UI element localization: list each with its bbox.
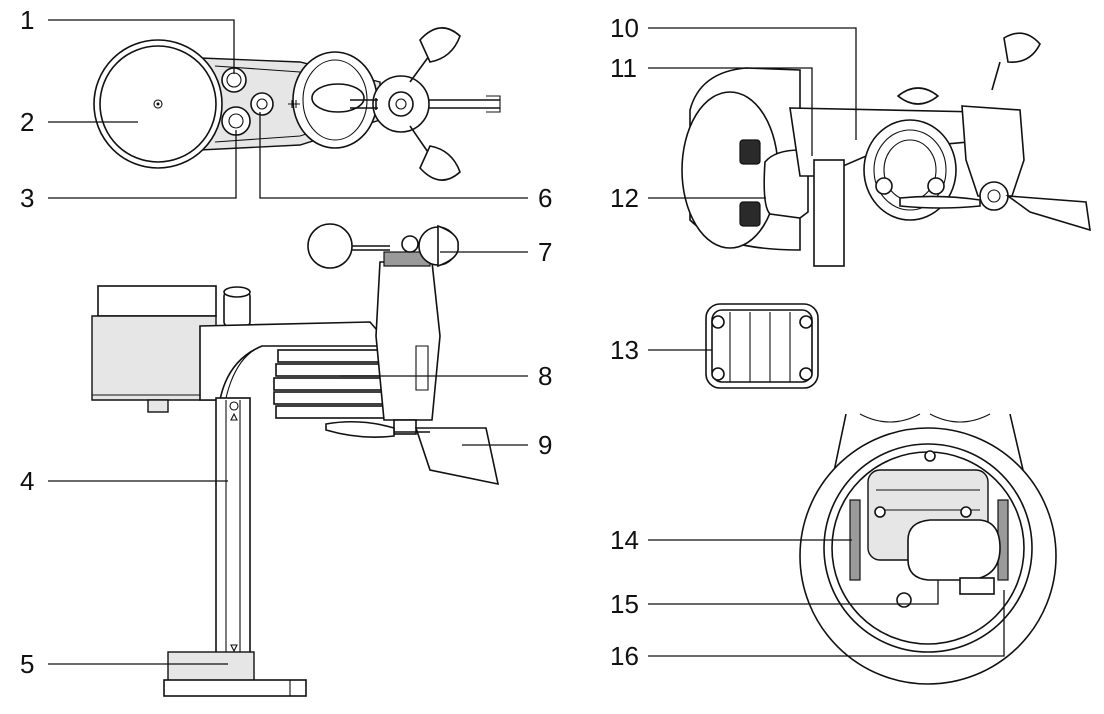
underside-pole [813,159,845,267]
leader-16 [648,590,1005,657]
leader-3 [48,130,237,199]
callout-9: 9 [538,430,552,460]
anemometer-hub [372,75,430,133]
callout-5: 5 [20,649,34,679]
leader-6 [259,112,528,199]
callout-15: 15 [610,589,639,619]
wind-vane-tail [414,427,500,486]
mounting-bracket-drawing [705,303,819,389]
leader-1 [48,19,235,74]
leader-15 [648,580,939,605]
leader-10 [648,27,857,140]
callout-2: 2 [20,107,34,137]
leader-lines [48,19,1005,665]
callout-7: 7 [538,237,552,267]
anemometer-cup-bottom [419,145,461,181]
callout-12: 12 [610,183,639,213]
rain-gauge-body [91,315,217,401]
sensor-column [375,261,441,421]
callout-11: 11 [610,53,637,83]
callout-10: 10 [610,13,639,43]
anemometer-cup-top [419,27,461,63]
radiation-shield [273,349,391,419]
bottom-view-drawing [799,413,1057,685]
antenna-knob [250,92,274,116]
callout-1: 1 [20,5,34,35]
base-plate [163,679,307,697]
underside-shield [863,119,957,221]
callout-14: 14 [610,525,639,555]
underside-vane [1005,194,1091,232]
top-view-drawing [93,27,501,181]
mounting-pole [215,397,251,654]
callout-8: 8 [538,361,552,391]
wind-vane-tail-front [325,420,395,438]
leader-11 [648,67,813,156]
side-view-drawing [91,223,500,697]
callout-3: 3 [20,183,34,213]
underside-view-drawing [681,32,1091,267]
battery-door [763,149,809,219]
callout-numbers: 1 2 3 4 5 6 7 8 9 10 11 12 13 14 15 16 [20,5,639,679]
bottom-battery-cover [907,519,1001,581]
callout-4: 4 [20,466,34,496]
side-anemometer-cup-left [307,223,353,269]
rain-gauge-funnel [97,285,217,317]
pole-base [167,651,255,683]
callout-13: 13 [610,335,639,365]
callout-16: 16 [610,641,639,671]
callout-6: 6 [538,183,552,213]
